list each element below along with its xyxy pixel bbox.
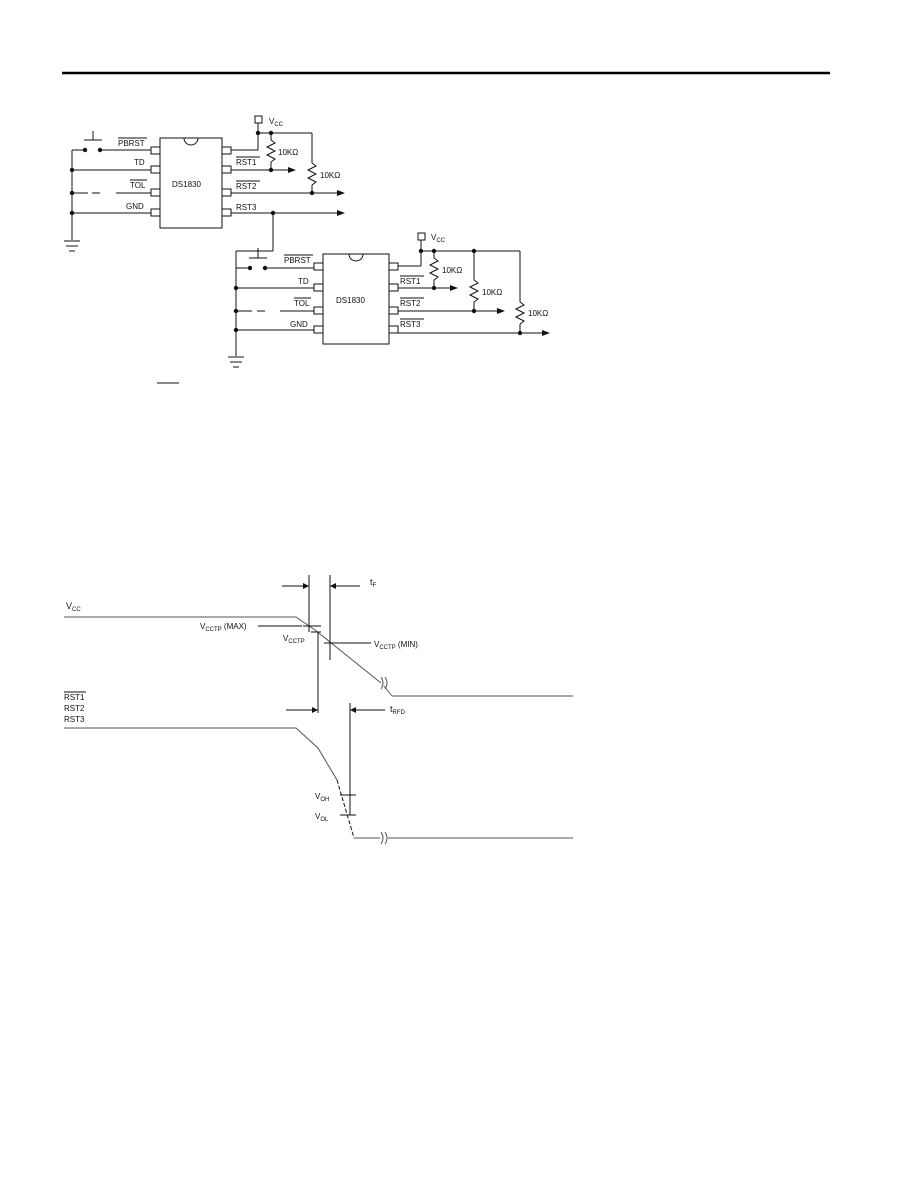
- circuit-2: DS1830 PBRST TD TOL GND RST1 RST2 RST3: [228, 232, 550, 368]
- chip2-resistor-2-value: 10KΩ: [482, 288, 502, 297]
- chip2-vcc-label: VCC: [431, 233, 446, 244]
- chip2-pin-rst2: RST2: [400, 299, 421, 308]
- chip1-pin-pbrst: PBRST: [118, 139, 145, 148]
- chip2-pin-rst3: RST3: [400, 320, 421, 329]
- chip1-ground-symbol: [64, 240, 80, 252]
- chip2-pin-pbrst: PBRST: [284, 256, 311, 265]
- chip2-ground-symbol: [228, 356, 244, 368]
- vcc-waveform: [64, 616, 382, 684]
- timing-diagram: VCC tF VCCTP (MAX) VCCTP VCCTP (MIN) RST…: [64, 575, 573, 845]
- voh-label: VOH: [315, 792, 329, 803]
- chip1-resistor-1: [265, 139, 277, 163]
- rst3-label: RST3: [64, 715, 85, 724]
- chip1-pin-rst2: RST2: [236, 182, 257, 191]
- chip2-notch: [348, 253, 364, 262]
- rst-waveform: [64, 727, 338, 781]
- rst2-label: RST2: [64, 704, 85, 713]
- vcctp-min-label: VCCTP (MIN): [374, 640, 418, 651]
- chip2-body: [322, 253, 390, 345]
- rst1-label: RST1: [64, 693, 85, 702]
- chip1-notch: [183, 137, 199, 146]
- chip2-resistor-3: [514, 301, 526, 325]
- chip1-pin-gnd: GND: [126, 202, 144, 211]
- chip2-pin-tol: TOL: [294, 299, 310, 308]
- vcctp-max-label: VCCTP (MAX): [200, 622, 247, 633]
- chip1-resistor-2: [306, 162, 318, 186]
- chip2-vcc-terminal: [417, 232, 426, 241]
- chip2-name: DS1830: [336, 296, 365, 305]
- chip1-resistor-2-value: 10KΩ: [320, 171, 340, 180]
- chip2-pin-rst1: RST1: [400, 277, 421, 286]
- tf-label: tF: [370, 577, 377, 589]
- chip1-name: DS1830: [172, 180, 201, 189]
- chip2-resistor-1-value: 10KΩ: [442, 266, 462, 275]
- chip2-pin-gnd: GND: [290, 320, 308, 329]
- chip2-resistor-1: [428, 257, 440, 281]
- chip2-resistor-2: [468, 279, 480, 303]
- vol-label: VOL: [315, 812, 329, 823]
- chip1-vcc-terminal: [254, 115, 263, 124]
- circuit-1: DS1830 PBRST TD TOL GND RST1 RST2 RST3: [64, 115, 345, 252]
- chip1-pin-tol: TOL: [130, 181, 146, 190]
- chip1-vcc-label: VCC: [269, 117, 284, 128]
- vcc-label: VCC: [66, 601, 81, 613]
- chip2-resistor-3-value: 10KΩ: [528, 309, 548, 318]
- chip1-pin-rst3: RST3: [236, 203, 257, 212]
- vcctp-label: VCCTP: [283, 634, 305, 645]
- chip2-pin-td: TD: [298, 277, 309, 286]
- chip1-pin-td: TD: [134, 158, 145, 167]
- chip1-body: [159, 137, 223, 229]
- chip1-pin-rst1: RST1: [236, 158, 257, 167]
- trfd-label: tRFD: [390, 704, 406, 716]
- chip1-resistor-1-value: 10KΩ: [278, 148, 298, 157]
